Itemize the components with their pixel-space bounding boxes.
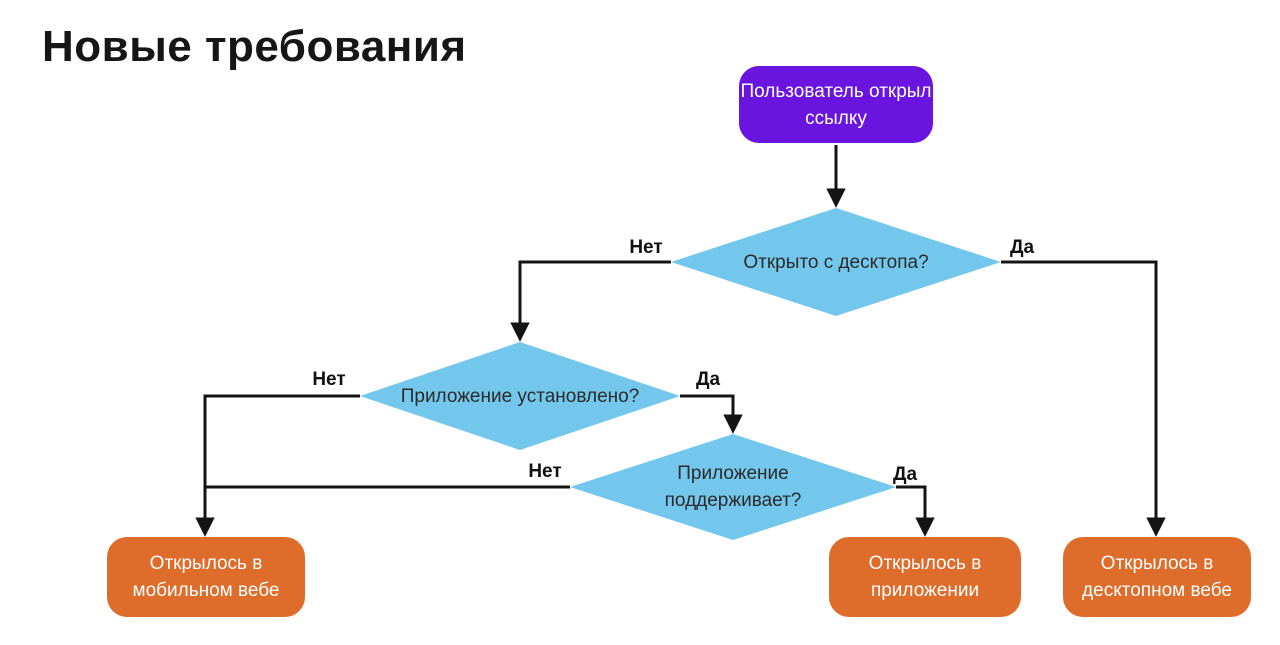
edge-installed-no — [195, 394, 360, 537]
outcome-desktop-web: Открылось в десктопном вебе — [1063, 537, 1251, 617]
decision-opened-from-desktop: Открыто с десктопа? — [671, 208, 1001, 316]
outcome-mobile-web-label: Открылось в мобильном вебе — [132, 553, 280, 601]
outcome-app-label: Открылось в приложении — [868, 553, 982, 601]
edge-desktop-no — [510, 260, 671, 342]
edge-desktop-yes — [1001, 260, 1166, 537]
start-node-label: Пользователь открыл ссылку — [740, 80, 932, 129]
decision-opened-from-desktop-label: Открыто с десктопа? — [743, 251, 929, 273]
edge-label-installed-no: Нет — [312, 369, 345, 390]
start-node-link-opened: Пользователь открыл ссылку — [739, 66, 933, 143]
decision-app-supports-label: Приложение поддерживает? — [664, 463, 802, 511]
decision-app-installed: Приложение установлено? — [360, 342, 680, 450]
outcome-app: Открылось в приложении — [829, 537, 1021, 617]
page-title: Новые требования — [42, 22, 467, 71]
edge-label-installed-yes: Да — [696, 369, 721, 390]
edge-label-desktop-yes: Да — [1010, 237, 1035, 258]
edge-label-supports-no: Нет — [528, 461, 561, 482]
outcome-desktop-web-label: Открылось в десктопном вебе — [1082, 553, 1232, 601]
outcome-mobile-web: Открылось в мобильном вебе — [107, 537, 305, 617]
edge-label-desktop-no: Нет — [629, 237, 662, 258]
decision-app-installed-label: Приложение установлено? — [400, 385, 640, 407]
edge-installed-yes — [680, 394, 743, 434]
edge-supports-yes — [896, 485, 935, 537]
decision-app-supports: Приложение поддерживает? — [570, 434, 896, 540]
edge-label-supports-yes: Да — [893, 464, 918, 485]
